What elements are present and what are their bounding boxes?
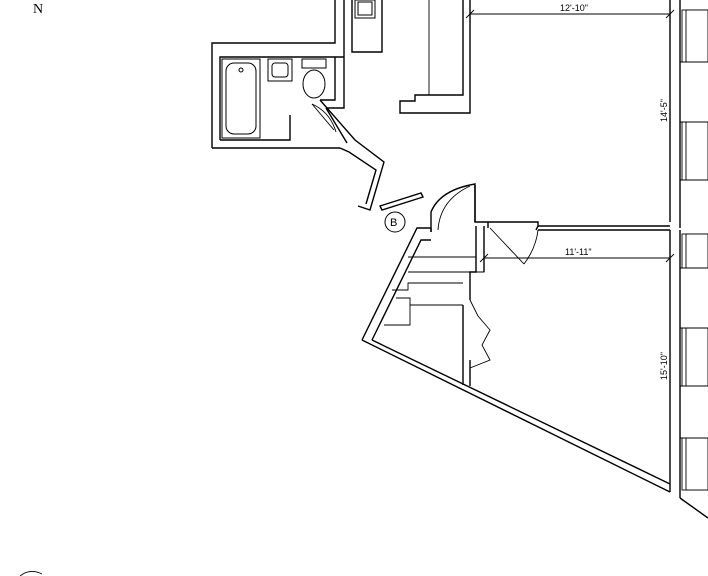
unit-marker-label: B [390,217,397,229]
living-room: 12'-10" 14'-5" [465,0,681,231]
entry-closets [361,183,539,386]
windows [680,9,708,491]
bedroom-width-dimension: 11'-11" [565,247,592,257]
bedroom: 11'-11" 15'-10" [361,230,708,519]
compass-arc [19,571,43,576]
living-width-dimension: 12'-10" [560,3,588,13]
toilet [301,58,327,69]
bedroom-depth-dimension: 15'-10" [659,352,669,380]
kitchen [351,0,471,114]
unit-marker: B [384,211,406,233]
bathroom [211,0,385,211]
living-depth-dimension: 14'-5" [659,99,669,122]
north-label: N [33,2,43,17]
